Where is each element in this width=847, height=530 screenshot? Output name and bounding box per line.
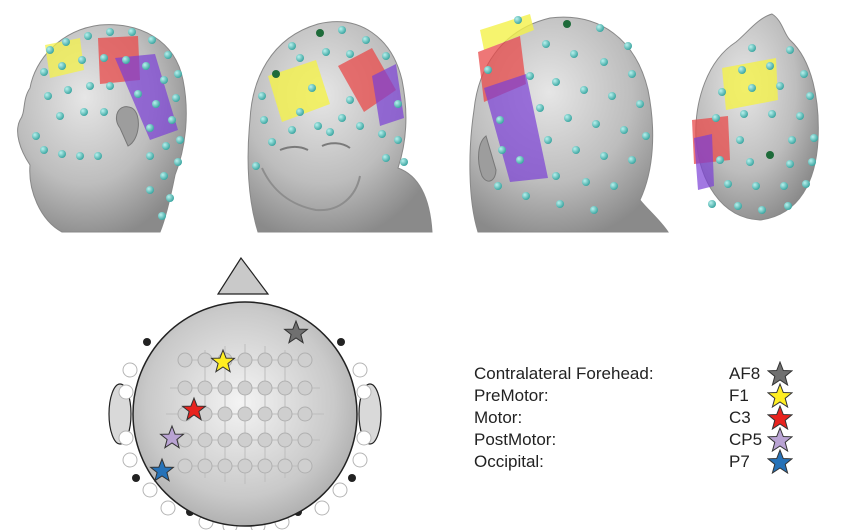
head-render-back [470, 14, 668, 232]
legend-row-af8: Contralateral Forehead: AF8 [474, 363, 814, 384]
legend-code: C3 [729, 407, 751, 428]
legend-label: Motor: [474, 407, 522, 428]
legend-code: AF8 [729, 363, 760, 384]
legend-label: PreMotor: [474, 385, 549, 406]
reference-electrode [272, 70, 280, 78]
reference-electrode [316, 29, 324, 37]
postmotor-region [694, 134, 714, 190]
legend-row-cp5: PostMotor: CP5 [474, 429, 814, 450]
reference-electrode [766, 151, 774, 159]
legend-row-f1: PreMotor: F1 [474, 385, 814, 406]
legend-row-c3: Motor: C3 [474, 407, 814, 428]
legend-label: Contralateral Forehead: [474, 363, 654, 384]
reference-electrode [563, 20, 571, 28]
eeg-cap-topomap [109, 258, 381, 530]
nose-marker [218, 258, 268, 294]
electrode-legend: Contralateral Forehead: AF8 PreMotor: F1… [474, 363, 814, 478]
star-icon [767, 449, 793, 474]
legend-row-p7: Occipital: P7 [474, 451, 814, 472]
legend-code: F1 [729, 385, 749, 406]
legend-label: Occipital: [474, 451, 544, 472]
legend-code: CP5 [729, 429, 762, 450]
head-render-front [248, 22, 432, 232]
head-render-left [18, 25, 187, 232]
head-render-top [692, 14, 818, 220]
legend-label: PostMotor: [474, 429, 556, 450]
legend-code: P7 [729, 451, 750, 472]
